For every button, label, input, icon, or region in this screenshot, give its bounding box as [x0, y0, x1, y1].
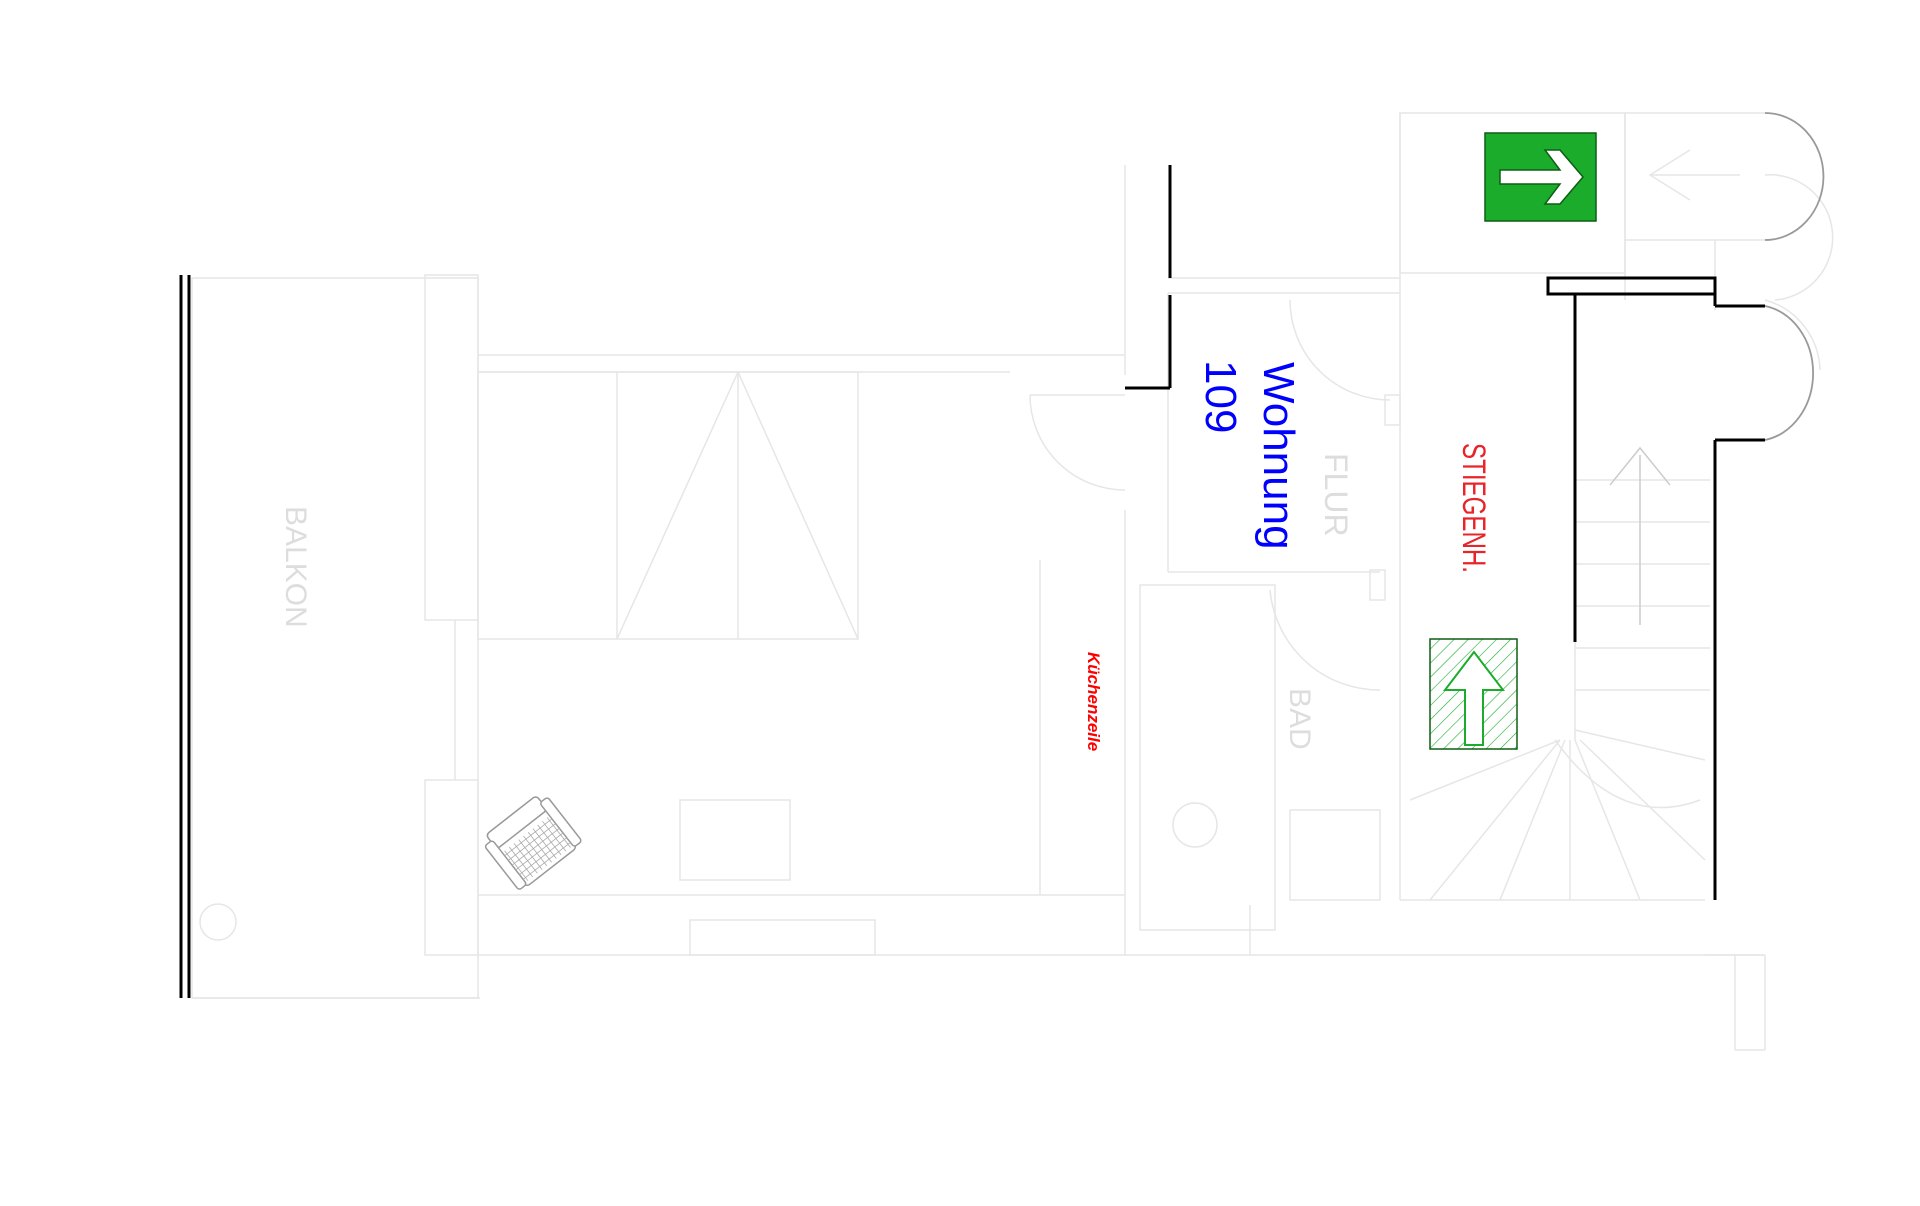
apartment-label: Wohnung: [1254, 362, 1303, 550]
kitchenette-label-text: Küchenzeile: [1084, 652, 1103, 751]
hall-label-text: FLUR: [1318, 453, 1354, 537]
balcony-label-text: BALKON: [279, 506, 312, 628]
walls: [179, 165, 1765, 998]
kitchenette-label: Küchenzeile: [1084, 652, 1103, 751]
stairwell-label: STIEGENH.: [1456, 443, 1492, 573]
apartment-number-text: 109: [1196, 360, 1245, 433]
apartment-number: 109: [1196, 360, 1245, 433]
hall-label: FLUR: [1318, 453, 1354, 537]
plan-lines: [191, 112, 1834, 1051]
stairwell-label-text: STIEGENH.: [1456, 443, 1492, 573]
emergency-exit-arrow-right-icon: [1484, 132, 1597, 222]
balcony-label: BALKON: [279, 506, 312, 628]
armchair-icon: [484, 796, 582, 890]
bath-label: BAD: [1283, 688, 1316, 750]
bath-label-text: BAD: [1283, 688, 1316, 750]
stair-doors: [1764, 112, 1825, 441]
escape-route-arrow-up-icon: [1429, 638, 1518, 750]
apartment-label-text: Wohnung: [1254, 362, 1303, 550]
